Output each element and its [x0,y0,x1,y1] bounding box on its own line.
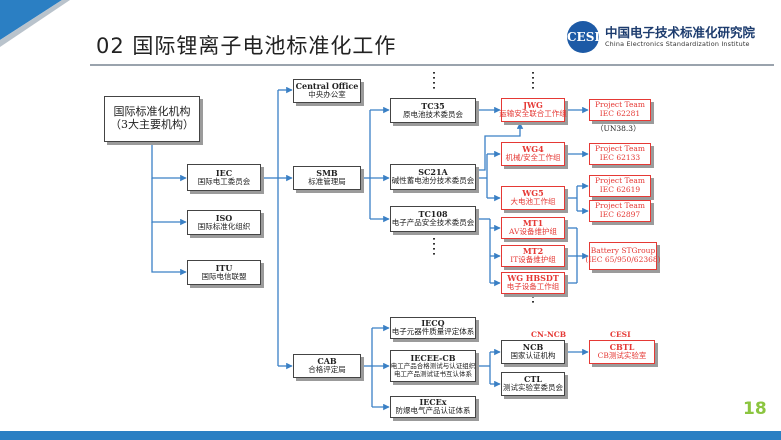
un383-label: （UN38.3） [596,124,641,133]
central-office-title: Central Office [295,81,359,92]
smb-sub: 标准管理局 [308,177,346,187]
node-ieceecb: IECEE-CB 电工产品合格测试与认证组织 电工产品测试证书互认体系 [390,350,476,382]
node-mt1: MT1 AV设备维护组 [501,217,565,239]
node-ctl: CTL 测试实验室委员会 [501,372,565,396]
node-pt-62619: Project Team IEC 62619 [589,175,651,197]
iecex-title: IECEx [419,397,447,408]
cbtl-sub: CB测试实验室 [597,351,647,361]
node-wg5: WG5 大电池工作组 [501,186,565,210]
smb-title: SMB [316,168,338,179]
iec-sub: 国际电工委员会 [197,176,251,186]
itu-title: ITU [215,262,233,273]
logo-en-name: China Electronics Standardization Instit… [605,40,750,48]
wg-hbsdt-sub: 电子设备工作组 [506,282,560,292]
ieceecb-sub1: 电工产品合格测试与认证组织 [390,362,476,371]
pt-62897-title: Project Team [595,201,645,211]
tc108-title: TC108 [418,209,448,220]
mt1-sub: AV设备维护组 [509,227,557,237]
jwg-title: JWG [523,100,543,111]
battery-st-title: Battery STGroup [590,246,656,256]
ctl-title: CTL [524,374,542,385]
node-pt-62281: Project Team IEC 62281 [589,99,651,121]
ncb-sub: 国家认证机构 [510,351,556,361]
mt2-sub: IT设备维护组 [510,255,556,265]
iso-title: ISO [215,212,233,223]
iec-title: IEC [215,167,233,178]
wg-hbsdt-title: WG HBSDT [507,273,559,284]
iecex-sub: 防爆电气产品认证体系 [395,406,471,416]
pt-62133-title: Project Team [595,144,645,154]
sc21a-title: SC21A [418,167,448,178]
logo-cn-name: 中国电子技术标准化研究院 [605,25,756,40]
wg5-sub: 大电池工作组 [510,197,556,207]
node-pt-62133: Project Team IEC 62133 [589,143,651,165]
root-intl-orgs: 国际标准化机构 （3大主要机构） [104,96,200,142]
cab-title: CAB [317,356,337,367]
sc21a-sub: 碱性蓄电池分技术委员会 [391,176,475,186]
battery-st-sub: (IEC 65/950/62368) [585,255,661,264]
node-itu: ITU 国际电信联盟 [187,260,261,285]
itu-sub: 国际电信联盟 [201,271,247,281]
node-iec: IEC 国际电工委员会 [187,164,261,191]
node-tc108: TC108 电子产品安全技术委员会 [390,206,476,232]
node-ncb: NCB 国家认证机构 [501,340,565,364]
cn-ncb-label: CN-NCB [531,330,567,339]
node-pt-62897: Project Team IEC 62897 [589,200,651,222]
tc35-title: TC35 [421,100,445,111]
pt-62619-sub: IEC 62619 [599,185,641,194]
page-title: 02 国际锂离子电池标准化工作 [96,34,397,58]
wg5-title: WG5 [522,188,544,199]
pt-62281-title: Project Team [595,100,645,110]
tc35-sub: 原电池技术委员会 [403,109,463,119]
node-sc21a: SC21A 碱性蓄电池分技术委员会 [390,164,476,190]
node-smb: SMB 标准管理局 [293,166,361,190]
pt-62897-sub: IEC 62897 [599,210,641,219]
page-number: 18 [743,399,767,419]
root-line2: （3大主要机构） [110,118,194,131]
central-office-sub: 中央办公室 [308,90,346,100]
node-mt2: MT2 IT设备维护组 [501,245,565,267]
ieceecb-sub2: 电工产品测试证书互认体系 [394,369,472,378]
iecq-title: IECQ [421,318,445,329]
jwg-sub: 运输安全联合工作组 [499,109,567,119]
title-underline [90,64,774,66]
iecq-sub: 电子元器件质量评定体系 [391,327,475,337]
cab-sub: 合格评定局 [308,365,346,375]
pt-62619-title: Project Team [595,176,645,186]
wg4-title: WG4 [522,144,544,155]
node-iecq: IECQ 电子元器件质量评定体系 [390,317,476,339]
mt1-title: MT1 [522,218,544,229]
node-battery-stgroup: Battery STGroup (IEC 65/950/62368) [585,242,661,270]
cesi-logo: CESI 中国电子技术标准化研究院 China Electronics Stan… [567,19,777,59]
node-central-office: Central Office 中央办公室 [293,79,361,103]
cesi-label: CESI [610,330,631,339]
node-cbtl: CBTL CB测试实验室 [589,340,655,364]
node-iso: ISO 国际标准化组织 [187,210,261,235]
node-iecex: IECEx 防爆电气产品认证体系 [390,396,476,418]
ieceecb-title: IECEE-CB [410,352,456,363]
node-wg4: WG4 机械/安全工作组 [501,142,565,166]
pt-62281-sub: IEC 62281 [599,109,641,118]
iso-sub: 国际标准化组织 [197,221,251,231]
ctl-sub: 测试实验室委员会 [503,383,563,393]
mt2-title: MT2 [522,246,544,257]
node-jwg: JWG 运输安全联合工作组 [499,98,567,122]
root-line1: 国际标准化机构 [113,105,191,119]
cbtl-title: CBTL [609,342,635,353]
corner-decoration [0,0,70,47]
pt-62133-sub: IEC 62133 [599,153,641,162]
ncb-title: NCB [522,342,544,353]
tc108-sub: 电子产品安全技术委员会 [391,218,475,228]
wg4-sub: 机械/安全工作组 [505,153,561,163]
node-tc35: TC35 原电池技术委员会 [390,98,476,123]
cesi-logo-icon: CESI [567,21,600,53]
node-cab: CAB 合格评定局 [293,354,361,378]
bottom-accent-bar [0,431,781,440]
node-wg-hbsdt: WG HBSDT 电子设备工作组 [501,272,565,294]
